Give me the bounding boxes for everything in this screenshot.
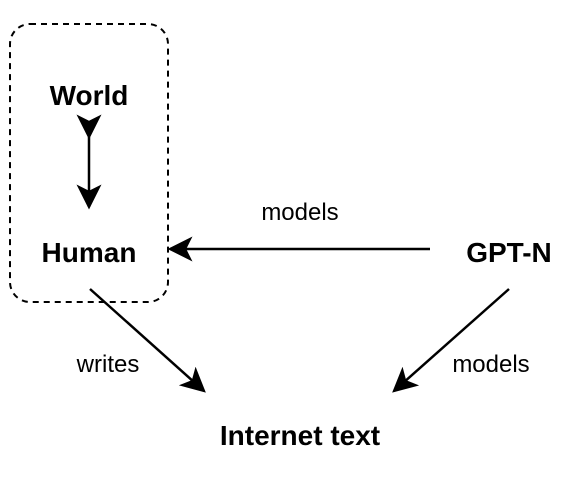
node-world: World [50,80,129,111]
world-human-group-box [9,23,169,303]
human-writes-text-arrow [89,288,206,393]
gpt-models-text-arrow [392,288,510,393]
node-human: Human [42,237,137,268]
edge-label-gpt-models-text: models [452,351,529,378]
node-internet-text: Internet text [220,420,380,451]
edge-label-human-writes-text: writes [76,351,140,378]
edge-label-gpt-models-human: models [261,199,338,226]
node-gpt-n: GPT-N [466,237,552,268]
